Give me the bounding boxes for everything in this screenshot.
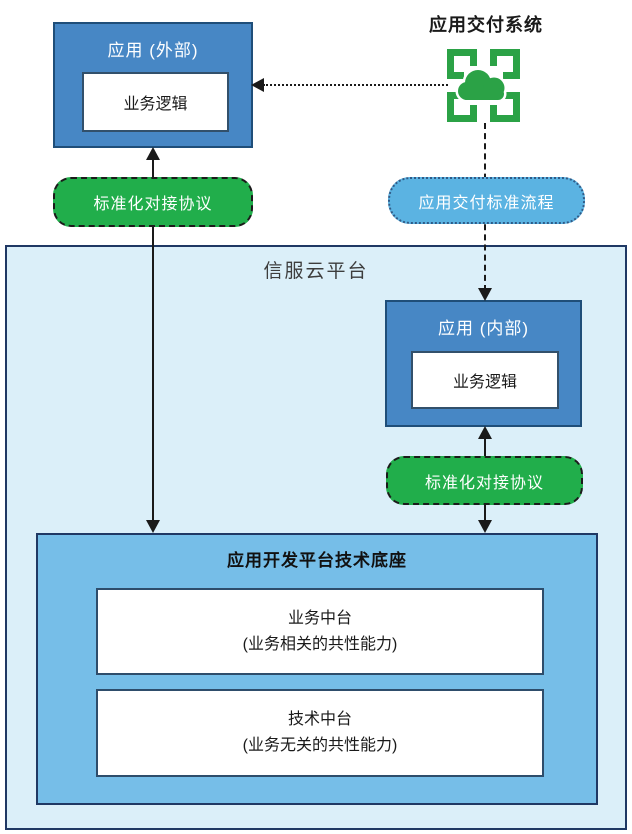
internal-business-logic-box: 业务逻辑 [411, 351, 559, 409]
delivery-process-pill: 应用交付标准流程 [388, 177, 585, 224]
connector-left-vertical [152, 154, 154, 526]
cloud-delivery-icon [447, 49, 520, 127]
tech-base-box: 应用开发平台技术底座 业务中台 (业务相关的共性能力) 技术中台 (业务无关的共… [36, 533, 598, 805]
protocol-pill-right: 标准化对接协议 [386, 456, 583, 505]
delivery-process-pill-label: 应用交付标准流程 [418, 194, 555, 212]
delivery-system-title: 应用交付系统 [429, 15, 543, 35]
internal-app-title: 应用 (内部) [437, 319, 530, 338]
internal-business-logic-label: 业务逻辑 [452, 374, 517, 391]
tech-middle-platform-title: 技术中台 [287, 711, 352, 728]
tech-middle-platform-subtitle: (业务无关的共性能力) [242, 737, 398, 754]
protocol-pill-right-label: 标准化对接协议 [424, 474, 544, 492]
external-app-box: 应用 (外部) 业务逻辑 [53, 22, 253, 148]
arrowhead-up-into-internal-app [478, 426, 492, 439]
arrowhead-left-into-external-app [251, 78, 264, 92]
cloud-platform-title: 信服云平台 [263, 261, 369, 282]
protocol-pill-left: 标准化对接协议 [53, 177, 253, 227]
external-app-title: 应用 (外部) [107, 41, 199, 60]
arrowhead-down-into-base-left [146, 520, 160, 533]
external-business-logic-label: 业务逻辑 [123, 96, 188, 113]
business-middle-platform-title: 业务中台 [287, 609, 352, 627]
external-business-logic-box: 业务逻辑 [82, 72, 229, 132]
arrowhead-down-into-base-right [478, 520, 492, 533]
tech-middle-platform-box: 技术中台 (业务无关的共性能力) [96, 689, 544, 777]
arrowhead-down-into-internal-app [478, 288, 492, 301]
business-middle-platform-subtitle: (业务相关的共性能力) [242, 635, 398, 653]
business-middle-platform-box: 业务中台 (业务相关的共性能力) [96, 588, 544, 675]
arrowhead-up-into-external-app [146, 147, 160, 160]
tech-base-title: 应用开发平台技术底座 [227, 551, 407, 570]
protocol-pill-left-label: 标准化对接协议 [93, 196, 213, 213]
connector-dotted-horizontal [263, 84, 448, 86]
internal-app-box: 应用 (内部) 业务逻辑 [385, 300, 582, 427]
